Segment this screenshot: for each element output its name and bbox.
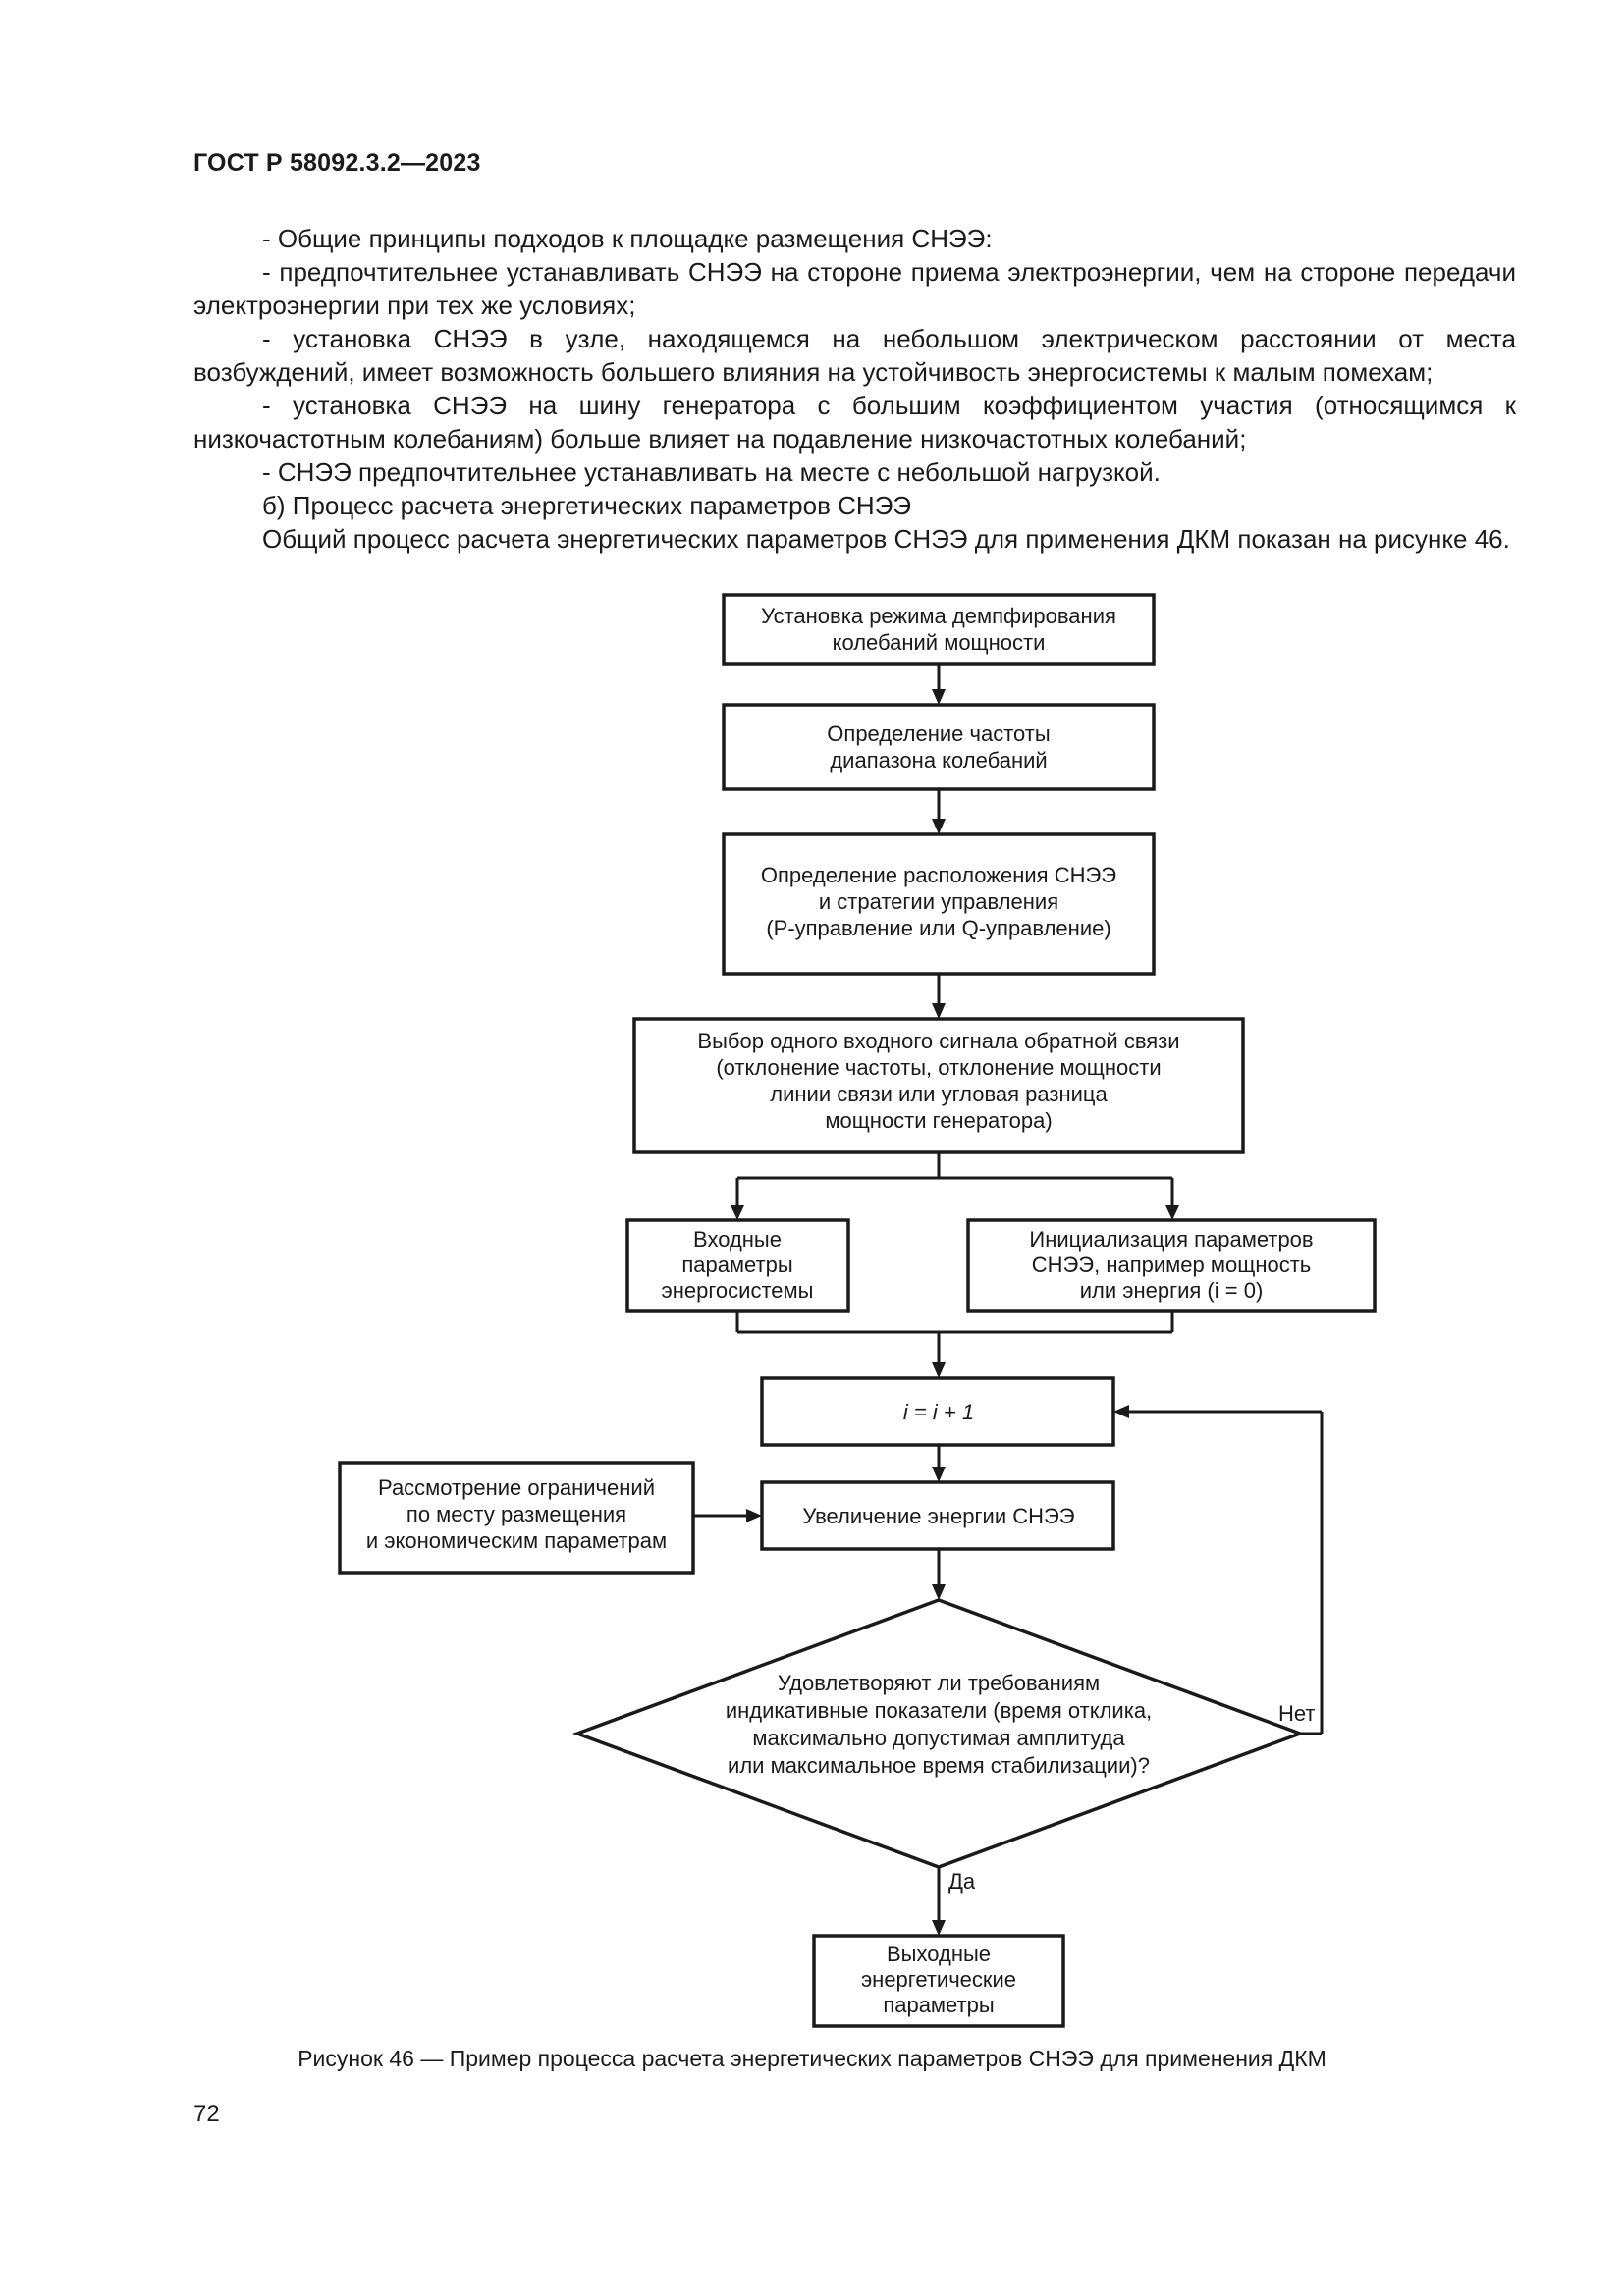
arrowhead xyxy=(932,1920,946,1936)
flow-box-increment xyxy=(760,1376,1115,1447)
box-text: Определение частоты xyxy=(827,721,1050,746)
paragraph: - Общие принципы подходов к площадке раз… xyxy=(262,224,993,253)
box-text: и экономическим параметрам xyxy=(366,1528,667,1553)
flow-box-constraints xyxy=(338,1461,695,1575)
document-header: ГОСТ Р 58092.3.2—2023 xyxy=(193,149,481,177)
arrowhead xyxy=(932,1003,946,1019)
box-text: диапазона колебаний xyxy=(830,748,1047,773)
diamond-text: максимально допустимая амплитуда xyxy=(752,1726,1125,1750)
box-text: Рассмотрение ограничений xyxy=(378,1475,655,1500)
paragraph: б) Процесс расчета энергетических параме… xyxy=(262,491,912,520)
paragraph: - установка СНЭЭ в узле, находящемся на … xyxy=(193,324,1516,387)
flow-box-damping-mode xyxy=(722,593,1156,666)
box-text: Определение расположения СНЭЭ xyxy=(761,863,1116,887)
flow-box-input-params xyxy=(625,1218,850,1313)
label-yes: Да xyxy=(948,1869,976,1894)
arrowhead xyxy=(731,1205,744,1220)
body-text: - Общие принципы подходов к площадке раз… xyxy=(193,222,1516,556)
box-text: (отклонение частоты, отклонение мощности xyxy=(716,1055,1161,1080)
box-text: Установка режима демпфирования xyxy=(761,604,1116,628)
flow-box-output-params xyxy=(812,1934,1065,2028)
flow-box-frequency xyxy=(722,703,1156,791)
box-text: по месту размещения xyxy=(406,1502,626,1526)
flow-box-location xyxy=(722,832,1156,976)
paragraph: Общий процесс расчета энергетических пар… xyxy=(262,524,1510,554)
flow-box-increase-energy xyxy=(760,1480,1115,1551)
box-text: параметры xyxy=(681,1253,792,1277)
diamond-text: или максимальное время стабилизации)? xyxy=(728,1753,1150,1778)
label-no: Нет xyxy=(1278,1701,1315,1726)
box-text: параметры xyxy=(883,1993,994,2017)
paragraph: - установка СНЭЭ на шину генератора с бо… xyxy=(193,391,1516,454)
figure-caption: Рисунок 46 — Пример процесса расчета эне… xyxy=(298,2046,1326,2071)
flow-box-init-params xyxy=(966,1218,1377,1313)
arrowhead xyxy=(932,1584,946,1600)
box-text: Инициализация параметров xyxy=(1029,1227,1313,1252)
arrowhead xyxy=(1113,1405,1129,1418)
flow-box-feedback-signal xyxy=(632,1017,1245,1154)
arrowhead xyxy=(932,689,946,705)
arrowhead xyxy=(932,1362,946,1378)
box-text: Входные xyxy=(693,1227,782,1252)
diamond-text: индикативные показатели (время отклика, xyxy=(726,1698,1152,1723)
diamond-text: Удовлетворяют ли требованиям xyxy=(778,1671,1100,1695)
arrowhead xyxy=(932,1467,946,1482)
box-text: или энергия (i = 0) xyxy=(1080,1278,1264,1303)
box-text: и стратегии управления xyxy=(819,889,1058,914)
box-text: Увеличение энергии СНЭЭ xyxy=(802,1504,1074,1528)
arrowhead xyxy=(746,1509,762,1522)
box-text: мощности генератора) xyxy=(825,1108,1052,1133)
paragraph: - СНЭЭ предпочтительнее устанавливать на… xyxy=(262,457,1161,487)
page-number: 72 xyxy=(193,2101,220,2127)
arrowhead xyxy=(1165,1205,1179,1220)
paragraph: - предпочтительнее устанавливать СНЭЭ на… xyxy=(193,257,1516,320)
box-text: Выбор одного входного сигнала обратной с… xyxy=(697,1029,1179,1053)
box-text: энергетические xyxy=(861,1967,1016,1992)
box-text: колебаний мощности xyxy=(833,630,1046,655)
box-text: СНЭЭ, например мощность xyxy=(1032,1253,1312,1277)
box-text: линии связи или угловая разница xyxy=(770,1082,1108,1106)
arrowhead xyxy=(932,819,946,834)
box-text: (P-управление или Q-управление) xyxy=(766,916,1110,940)
box-text: Выходные xyxy=(887,1942,991,1966)
box-text: энергосистемы xyxy=(662,1278,814,1303)
box-text: i = i + 1 xyxy=(903,1400,974,1424)
